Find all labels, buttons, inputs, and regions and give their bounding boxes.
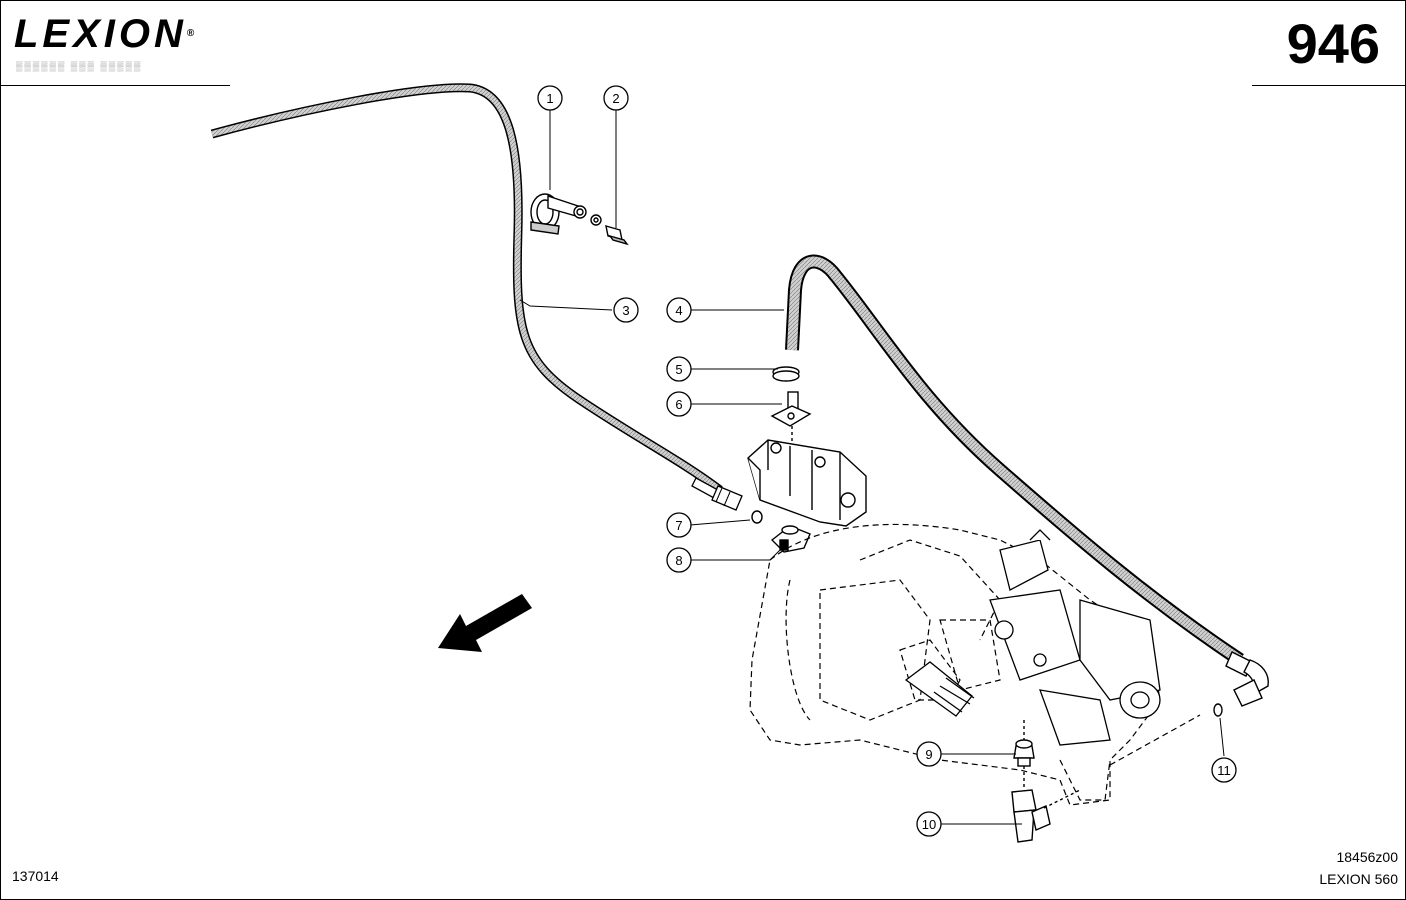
callout-7: 7 xyxy=(666,512,692,538)
page-number: 946 xyxy=(1286,12,1380,75)
callout-label: 7 xyxy=(675,518,682,533)
callout-11: 11 xyxy=(1211,757,1237,783)
hose-4 xyxy=(785,254,1269,707)
part-8-flange xyxy=(770,525,811,553)
part-11-o-ring xyxy=(1213,703,1223,717)
callout-1: 1 xyxy=(537,85,563,111)
callout-label: 6 xyxy=(675,397,682,412)
leader-lines xyxy=(519,110,1225,825)
header-rule-left xyxy=(0,85,230,86)
callout-label: 1 xyxy=(546,91,553,106)
drawing-id: 18456z00 xyxy=(1336,849,1398,865)
brand-name: LEXION xyxy=(14,12,187,56)
callout-label: 10 xyxy=(922,817,936,832)
part-6-flange-nipple xyxy=(770,391,812,444)
header-rule-right xyxy=(1252,85,1406,86)
gear-pump xyxy=(747,439,867,527)
callout-2: 2 xyxy=(603,85,629,111)
callout-9: 9 xyxy=(916,741,942,767)
callout-label: 3 xyxy=(622,303,629,318)
hose-3 xyxy=(210,83,743,511)
callout-8: 8 xyxy=(666,547,692,573)
model-name: LEXION 560 xyxy=(1319,871,1398,887)
brand-logo: LEXION® xyxy=(14,14,194,54)
hose-4-fitting xyxy=(1225,651,1269,707)
hose-3-fitting xyxy=(691,477,743,511)
part-1-clamp xyxy=(530,193,602,235)
callout-10: 10 xyxy=(916,811,942,837)
reference-number: 137014 xyxy=(12,868,59,884)
callout-label: 2 xyxy=(612,91,619,106)
callout-5: 5 xyxy=(666,356,692,382)
part-7-o-ring xyxy=(751,510,763,524)
callout-3: 3 xyxy=(613,297,639,323)
callout-label: 8 xyxy=(675,553,682,568)
part-10-tee-fitting xyxy=(1011,789,1081,843)
callout-label: 9 xyxy=(925,747,932,762)
callout-6: 6 xyxy=(666,391,692,417)
control-valve-block xyxy=(989,529,1161,746)
callout-4: 4 xyxy=(666,297,692,323)
callout-label: 4 xyxy=(675,303,682,318)
part-5-hose-clamp xyxy=(772,366,800,382)
brand-tagline-graphic: ▒▒▒▒▒▒ ▒▒▒ ▒▒▒▒▒ xyxy=(16,61,143,71)
part-9-fitting xyxy=(1013,720,1035,790)
part-2-bolt xyxy=(605,225,629,246)
callout-label: 5 xyxy=(675,362,682,377)
callout-label: 11 xyxy=(1217,763,1231,778)
drive-shaft xyxy=(904,661,975,717)
registered-mark-icon: ® xyxy=(186,28,195,39)
direction-arrow-icon xyxy=(438,594,532,652)
